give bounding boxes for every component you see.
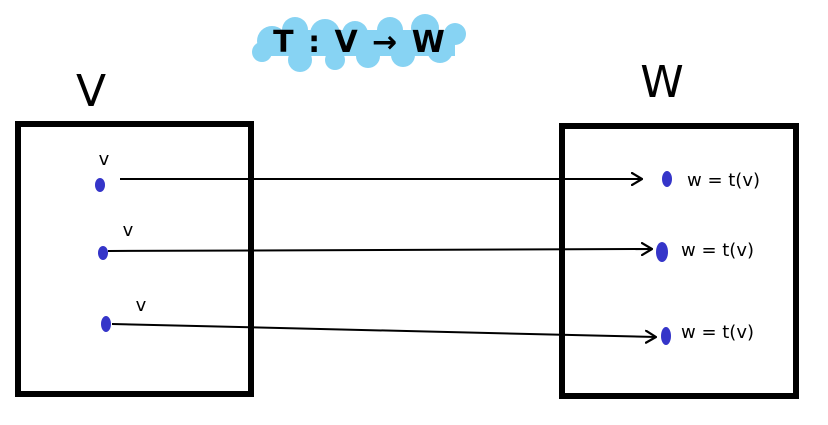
domain-box xyxy=(15,121,254,397)
mapping-3: v w = t(v) xyxy=(101,295,754,345)
mapping-2: v w = t(v) xyxy=(98,220,754,262)
target-point xyxy=(662,171,672,187)
source-point xyxy=(98,246,108,260)
target-point xyxy=(661,327,671,345)
mapping-arrow xyxy=(111,323,656,337)
source-label: v xyxy=(123,220,134,241)
target-label: w = t(v) xyxy=(687,170,760,191)
mapping-arrow xyxy=(107,249,652,251)
mapping-1: v w = t(v) xyxy=(95,149,760,192)
title-highlight xyxy=(252,14,466,72)
target-label: w = t(v) xyxy=(681,240,754,261)
target-label: w = t(v) xyxy=(681,322,754,343)
domain-label: V xyxy=(76,66,106,117)
source-point xyxy=(101,316,111,332)
source-label: v xyxy=(136,295,147,316)
codomain-label: W xyxy=(640,57,684,108)
source-label: v xyxy=(99,149,110,170)
codomain-box xyxy=(559,123,799,399)
target-point xyxy=(656,242,668,262)
title: T : V → W xyxy=(273,25,447,60)
source-point xyxy=(95,178,105,192)
